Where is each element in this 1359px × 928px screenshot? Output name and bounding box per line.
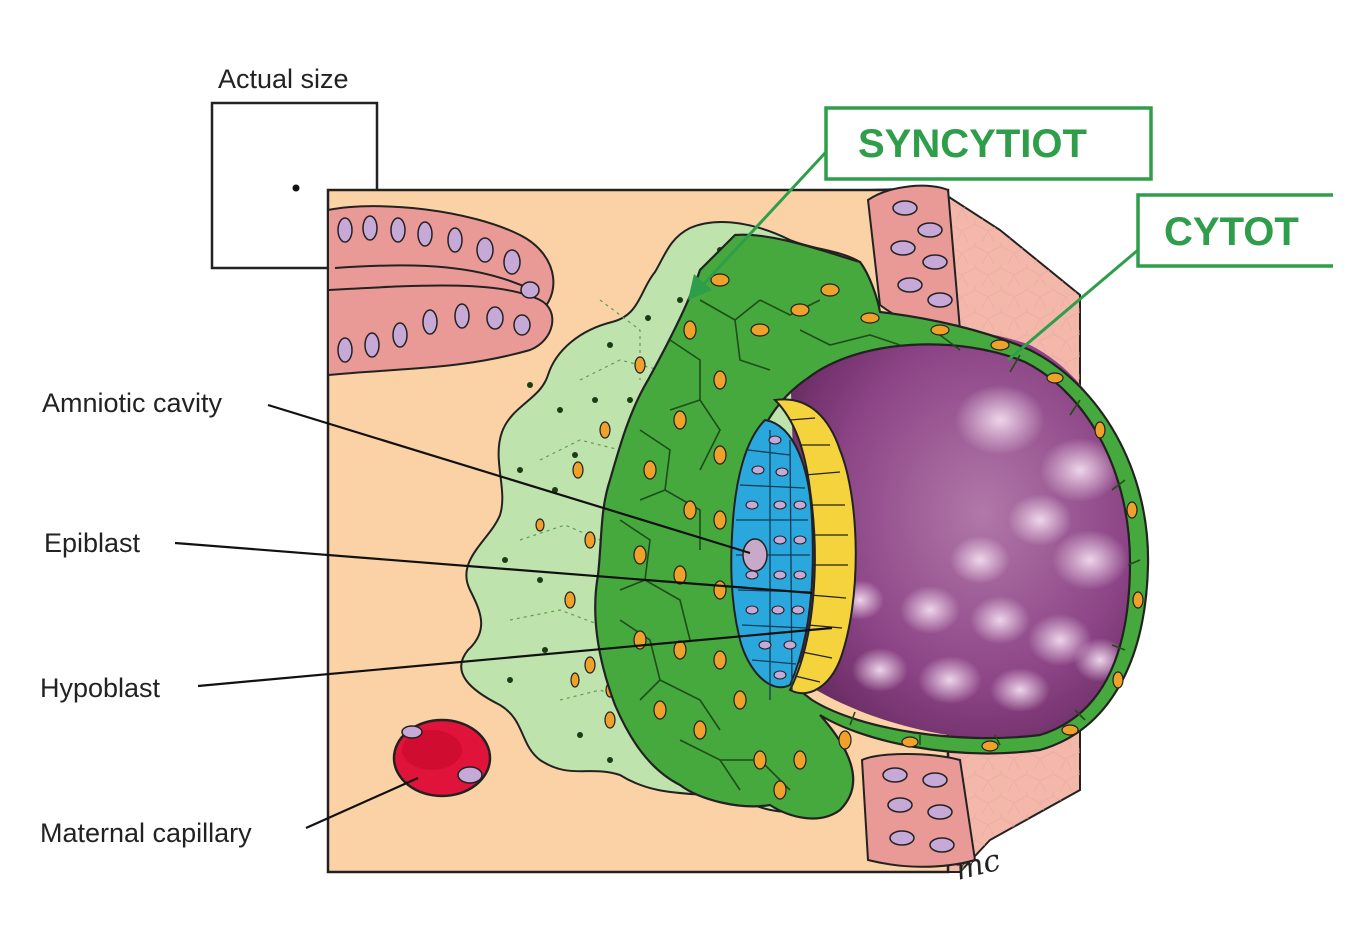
label-amniotic-cavity: Amniotic cavity xyxy=(42,388,223,418)
cytotrophoblast xyxy=(594,233,1150,820)
actual-size-dot xyxy=(292,184,300,192)
epiblast xyxy=(730,418,814,700)
hypoblast-leader xyxy=(197,626,833,688)
syncytiotrophoblast-arrow xyxy=(698,150,828,290)
amniotic-cavity-leader xyxy=(267,403,751,555)
endometrial-gland-upper-left xyxy=(327,205,555,377)
label-hypoblast: Hypoblast xyxy=(40,673,161,703)
blastocyst-cavity xyxy=(790,327,1140,741)
actual-size-label: Actual size xyxy=(218,64,349,94)
amniotic-cavity xyxy=(742,538,768,572)
label-epiblast: Epiblast xyxy=(44,528,141,558)
endometrial-gland-lower-right xyxy=(860,753,977,868)
maternal-capillary-leader xyxy=(305,776,419,830)
endometrial-gland-upper-right xyxy=(866,184,962,332)
maternal-capillary xyxy=(392,718,492,798)
leader-lines xyxy=(174,403,833,830)
syncytiotrophoblast-arrowhead xyxy=(688,274,712,300)
epiblast-leader xyxy=(174,541,813,595)
cytotrophoblast-pointer xyxy=(1007,248,1139,362)
syncytiotrophoblast-callout-text: SYNCYTIOT xyxy=(858,122,1087,166)
syncytiotrophoblast-callout: SYNCYTIOT xyxy=(688,106,1153,300)
cytotrophoblast-callout-text: CYTOT xyxy=(1164,210,1299,254)
cytotrophoblast-callout: CYTOT xyxy=(1007,193,1333,362)
label-maternal-capillary: Maternal capillary xyxy=(40,818,252,848)
